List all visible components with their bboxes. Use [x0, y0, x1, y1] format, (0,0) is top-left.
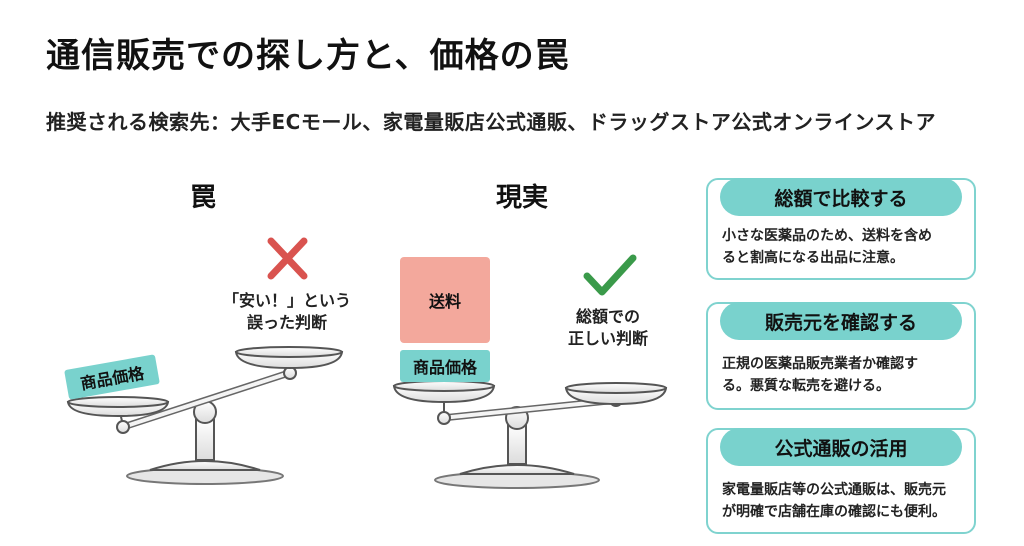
card-title: 総額で比較する — [720, 178, 962, 216]
page-title: 通信販売での探し方と、価格の罠 — [46, 36, 570, 76]
reality-heading: 現実 — [496, 183, 549, 213]
card-text: 小さな医薬品のため、送料を含め ると割高になる出品に注意。 — [722, 228, 932, 266]
trap-heading: 罠 — [190, 183, 217, 213]
card-text: 家電量販店等の公式通販は、販売元 が明確で店舗在庫の確認にも便利。 — [722, 482, 946, 520]
trap-note: 「安い！」という 誤った判断 — [222, 291, 351, 333]
trap-scale — [66, 346, 344, 485]
card-official-store: 公式通販の活用 家電量販店等の公式通販は、販売元 が明確で店舗在庫の確認にも便利… — [706, 428, 976, 534]
reality-scale — [392, 380, 668, 489]
reality-price-block: 商品価格 — [400, 350, 490, 382]
card-title: 販売元を確認する — [720, 302, 962, 340]
page-subtitle: 推奨される検索先：大手ECモール、家電量販店公式通販、ドラッグストア公式オンライ… — [46, 110, 936, 134]
card-text: 正規の医薬品販売業者か確認す る。悪質な転売を避ける。 — [722, 356, 918, 394]
card-title: 公式通販の活用 — [720, 428, 962, 466]
reality-note: 総額での 正しい判断 — [567, 307, 648, 349]
card-compare-total: 総額で比較する 小さな医薬品のため、送料を含め ると割高になる出品に注意。 — [706, 178, 976, 280]
shipping-block: 送料 — [400, 257, 490, 343]
cross-icon — [267, 237, 308, 280]
card-check-seller: 販売元を確認する 正規の医薬品販売業者か確認す る。悪質な転売を避ける。 — [706, 302, 976, 410]
check-icon — [583, 254, 637, 296]
